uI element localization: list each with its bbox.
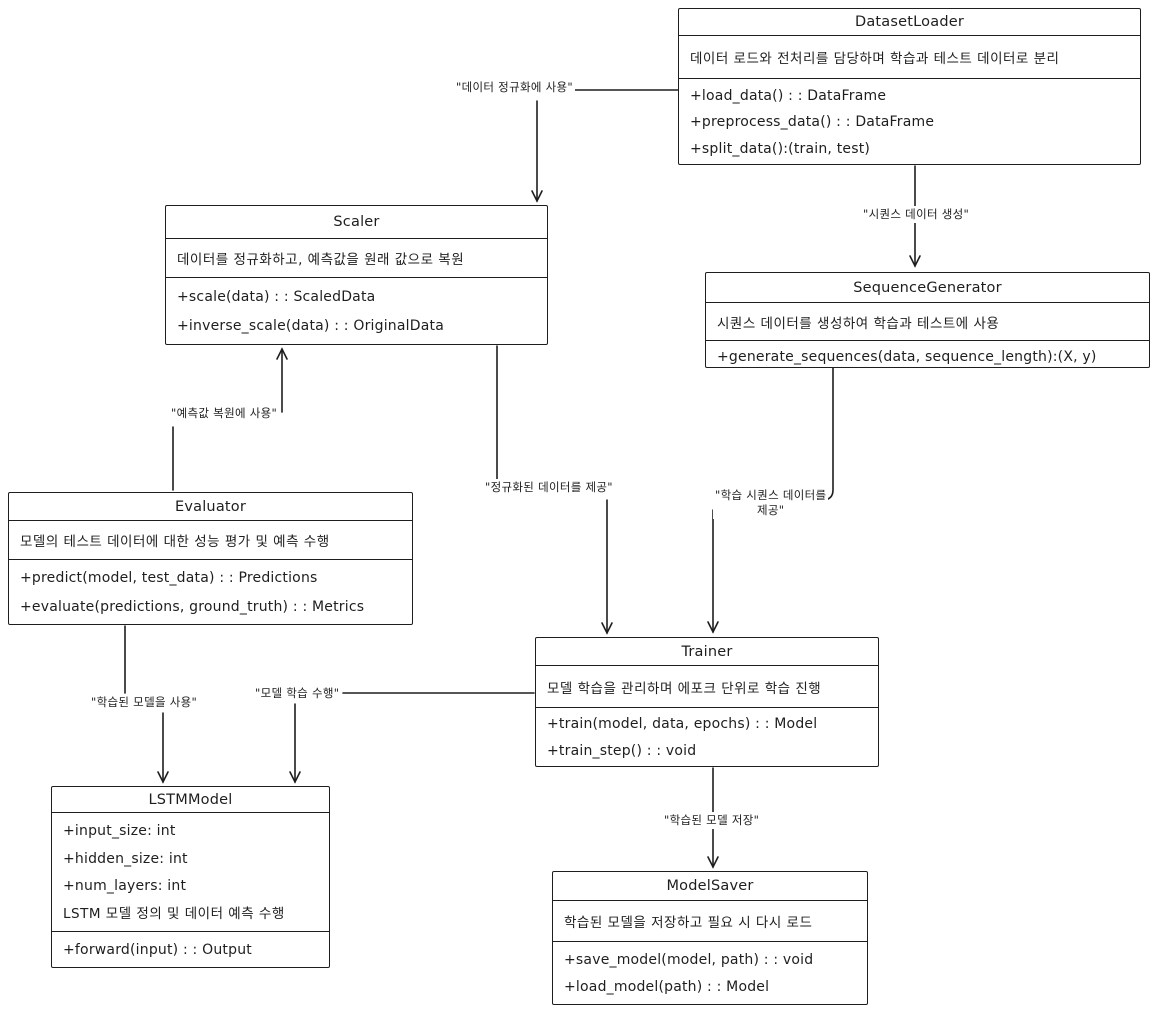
class-description: 데이터를 정규화하고, 예측값을 원래 값으로 복원 — [166, 238, 547, 277]
method-label: +predict(model, test_data) : : Predictio… — [20, 570, 318, 587]
class-title: DatasetLoader — [854, 14, 965, 30]
arrow-seqgen-to-trainer-lead — [821, 367, 834, 501]
edge-label-evaluator-to-scaler: "예측값 복원에 사용" — [169, 405, 280, 422]
class-methods: +predict(model, test_data) : : Predictio… — [9, 559, 412, 624]
class-methods: +load_data() : : DataFrame +preprocess_d… — [679, 78, 1140, 164]
method-label: +load_model(path) : : Model — [564, 979, 770, 996]
method-label: +generate_sequences(data, sequence_lengt… — [717, 349, 1097, 365]
method-label: +load_data() : : DataFrame — [690, 87, 887, 104]
class-title: SequenceGenerator — [853, 279, 1002, 296]
class-description: 학습된 모델을 저장하고 필요 시 다시 로드 — [553, 900, 867, 941]
class-description: 데이터 로드와 전처리를 담당하며 학습과 테스트 데이터로 분리 — [679, 35, 1140, 78]
class-methods: +save_model(model, path) : : void +load_… — [553, 941, 867, 1004]
method-label: +scale(data) : : ScaledData — [177, 289, 376, 305]
method-label: +train_step() : : void — [547, 742, 697, 759]
edge-label-scaler-to-trainer: "정규화된 데이터를 제공" — [483, 479, 615, 496]
method-label: +train(model, data, epochs) : : Model — [547, 716, 818, 733]
class-methods: +forward(input) : : Output — [52, 931, 329, 967]
class-methods: +generate_sequences(data, sequence_lengt… — [706, 340, 1149, 372]
class-description: 시퀀스 데이터를 생성하여 학습과 테스트에 사용 — [706, 302, 1149, 340]
edge-label-evaluator-to-lstm: "학습된 모델을 사용" — [89, 694, 200, 711]
method-label: +inverse_scale(data) : : OriginalData — [177, 318, 444, 334]
class-description: 모델의 테스트 데이터에 대한 성능 평가 및 예측 수행 — [9, 520, 412, 559]
class-title: ModelSaver — [666, 878, 754, 894]
class-title: Evaluator — [174, 498, 247, 515]
method-label: +preprocess_data() : : DataFrame — [690, 114, 935, 130]
class-box-lstmmodel: LSTMModel +input_size: int +hidden_size:… — [51, 786, 330, 968]
edge-label-trainer-to-saver: "학습된 모델 저장" — [662, 812, 762, 829]
class-methods: +train(model, data, epochs) : : Model +t… — [536, 707, 878, 766]
method-label: +forward(input) : : Output — [63, 942, 252, 958]
class-box-datasetloader: DatasetLoader 데이터 로드와 전처리를 담당하며 학습과 테스트 … — [678, 8, 1141, 165]
class-title: Scaler — [333, 214, 380, 230]
method-label: +evaluate(predictions, ground_truth) : :… — [20, 598, 365, 615]
class-description: 모델 학습을 관리하며 에포크 단위로 학습 진행 — [536, 665, 878, 707]
class-box-scaler: Scaler 데이터를 정규화하고, 예측값을 원래 값으로 복원 +scale… — [165, 205, 548, 345]
class-box-sequencegenerator: SequenceGenerator 시퀀스 데이터를 생성하여 학습과 테스트에… — [705, 272, 1150, 368]
edge-label-trainer-to-lstm: "모델 학습 수행" — [253, 685, 342, 702]
class-box-modelsaver: ModelSaver 학습된 모델을 저장하고 필요 시 다시 로드 +save… — [552, 871, 868, 1005]
class-title: LSTMModel — [148, 791, 233, 808]
class-title: Trainer — [681, 643, 733, 660]
attribute-label: +input_size: int — [63, 822, 176, 839]
class-box-trainer: Trainer 모델 학습을 관리하며 에포크 단위로 학습 진행 +train… — [535, 637, 879, 767]
edge-label-dataset-to-scaler: "데이터 정규화에 사용" — [454, 79, 576, 96]
attribute-label: +hidden_size: int — [63, 850, 188, 867]
method-label: +split_data():(train, test) — [690, 140, 871, 157]
edge-label-seqgen-to-trainer: "학습 시퀀스 데이터를 제공" — [713, 487, 829, 519]
edge-label-dataset-to-seqgen: "시퀀스 데이터 생성" — [861, 206, 972, 223]
attribute-label: LSTM 모델 정의 및 데이터 예측 수행 — [63, 906, 285, 923]
class-box-evaluator: Evaluator 모델의 테스트 데이터에 대한 성능 평가 및 예측 수행 … — [8, 492, 413, 625]
method-label: +save_model(model, path) : : void — [564, 951, 814, 968]
class-attributes: +input_size: int +hidden_size: int +num_… — [52, 812, 329, 931]
class-methods: +scale(data) : : ScaledData +inverse_sca… — [166, 277, 547, 344]
attribute-label: +num_layers: int — [63, 878, 187, 895]
